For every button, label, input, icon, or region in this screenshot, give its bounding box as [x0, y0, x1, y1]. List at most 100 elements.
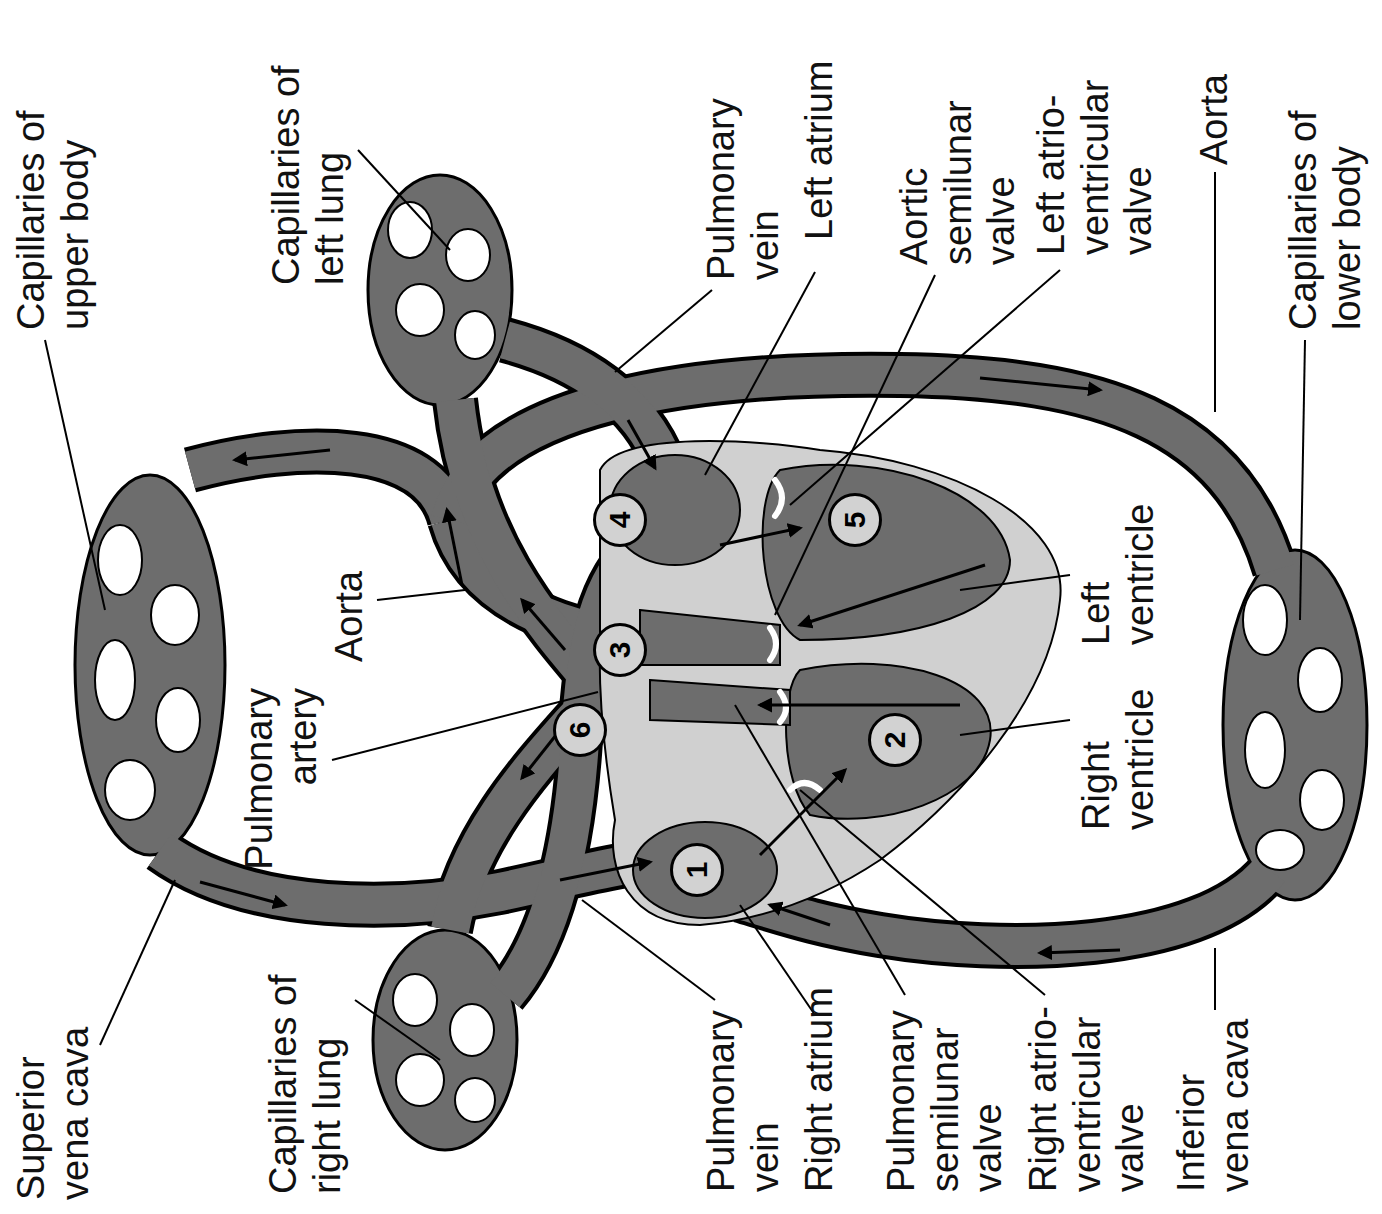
heart-wall: [600, 441, 1061, 925]
part-label: Superior vena cava: [10, 1000, 97, 1200]
leader-lines: [45, 150, 1305, 1060]
leader-line: [355, 1000, 440, 1060]
part-label: Capillaries of right lung: [262, 959, 349, 1194]
flow-arrows: [200, 378, 1120, 953]
capillary-gap: [1298, 648, 1342, 712]
part-label: Capillaries of upper body: [10, 95, 97, 330]
capillary-gap: [1245, 712, 1285, 788]
part-label: Left atrium: [798, 10, 842, 240]
flow-arrow: [980, 378, 1100, 390]
upper-body-capillaries: [75, 475, 225, 855]
capillary-gap: [450, 1004, 494, 1056]
flow-arrow: [560, 862, 650, 880]
right-atrium: [633, 822, 777, 918]
capillary-gap: [446, 229, 490, 281]
capillary-gap: [396, 284, 444, 336]
part-label: Pulmonary semilunar valve: [880, 997, 1011, 1192]
capillary-gap: [396, 1054, 444, 1106]
leader-line: [1300, 340, 1305, 620]
leader-line: [800, 790, 1045, 995]
part-label: Aorta: [1193, 25, 1237, 165]
callout-number: 3: [605, 642, 635, 659]
leader-line: [960, 575, 1070, 590]
leader-line: [705, 272, 815, 475]
part-label: Capillaries of lower body: [1282, 95, 1369, 330]
capillary-gap: [388, 202, 432, 258]
part-label: Pulmonary artery: [238, 688, 325, 888]
left-ventricle: [763, 465, 1010, 640]
flow-arrow: [770, 905, 830, 925]
capillary-gap: [1243, 585, 1287, 655]
lower-body-capillaries: [1223, 550, 1367, 900]
leader-line: [790, 270, 1060, 505]
part-label: Pulmonary vein: [700, 80, 787, 280]
part-label: Left ventricle: [1075, 465, 1162, 645]
flow-arrow: [800, 565, 985, 625]
capillary-gap: [393, 974, 437, 1026]
capillary-gap: [455, 311, 495, 359]
callout-circle: 5: [828, 493, 882, 547]
flow-arrow: [720, 528, 800, 545]
part-label: Inferior vena cava: [1170, 1007, 1257, 1192]
part-label: Aortic semilunar valve: [893, 85, 1024, 265]
leader-line: [1214, 948, 1216, 1010]
flow-arrow: [760, 704, 960, 707]
capillary-gap: [156, 688, 200, 752]
aorta-outline: [190, 452, 450, 520]
flow-arrow: [235, 450, 330, 460]
leader-line: [358, 150, 450, 250]
vessel-fills: [160, 340, 1275, 995]
flow-arrow: [447, 510, 462, 585]
part-label: Aorta: [328, 522, 372, 662]
flow-arrow: [628, 420, 655, 468]
part-label: Right ventricle: [1075, 650, 1162, 830]
capillary-gap: [105, 760, 155, 820]
aorta: [190, 452, 450, 520]
flow-arrow: [200, 882, 285, 905]
leader-line: [100, 880, 175, 1045]
capillary-gap: [1256, 830, 1304, 870]
part-label: Left atrio-ventricular valve: [1030, 65, 1161, 255]
valve-cusps: [770, 480, 820, 790]
valve-cusp: [780, 692, 786, 722]
callout-circle: 1: [670, 843, 724, 897]
vessel-outlines: [160, 340, 1275, 995]
valve-cusp: [775, 480, 782, 516]
valve-cusp: [790, 783, 820, 790]
part-label: Capillaries of left lung: [265, 50, 352, 285]
heart-chambers: [610, 455, 1010, 918]
capillary-gap: [1300, 770, 1344, 830]
flow-arrow: [1040, 950, 1120, 953]
flow-arrow: [760, 770, 845, 855]
capillary-gap: [151, 585, 199, 645]
leader-line: [582, 900, 715, 1000]
leader-line: [960, 720, 1070, 735]
pulmonary-trunk: [650, 680, 790, 725]
right-lung-capillaries: [373, 930, 517, 1150]
part-label: Right atrium: [798, 962, 842, 1192]
callout-number: 6: [565, 722, 595, 739]
callout-circle: 4: [593, 493, 647, 547]
leader-line: [615, 290, 712, 372]
part-label: Pulmonary vein: [700, 992, 787, 1192]
capillary-gap: [98, 525, 142, 595]
left-lung-capillaries: [368, 175, 512, 405]
flow-arrow: [522, 600, 565, 650]
capillary-gap: [95, 640, 135, 720]
valve-cusp: [770, 628, 776, 660]
callout-number: 4: [605, 512, 635, 529]
leader-line: [45, 340, 105, 610]
leader-line: [775, 275, 935, 615]
callout-circle: 3: [593, 623, 647, 677]
right-ventricle: [786, 664, 991, 819]
callout-number: 5: [840, 512, 870, 529]
callout-number: 1: [682, 862, 712, 879]
callout-circle: 2: [868, 713, 922, 767]
aortic-root: [640, 610, 780, 665]
callout-circle: 6: [553, 703, 607, 757]
leader-line: [377, 590, 465, 600]
callout-number: 2: [880, 732, 910, 749]
capillary-gap: [455, 1078, 495, 1122]
